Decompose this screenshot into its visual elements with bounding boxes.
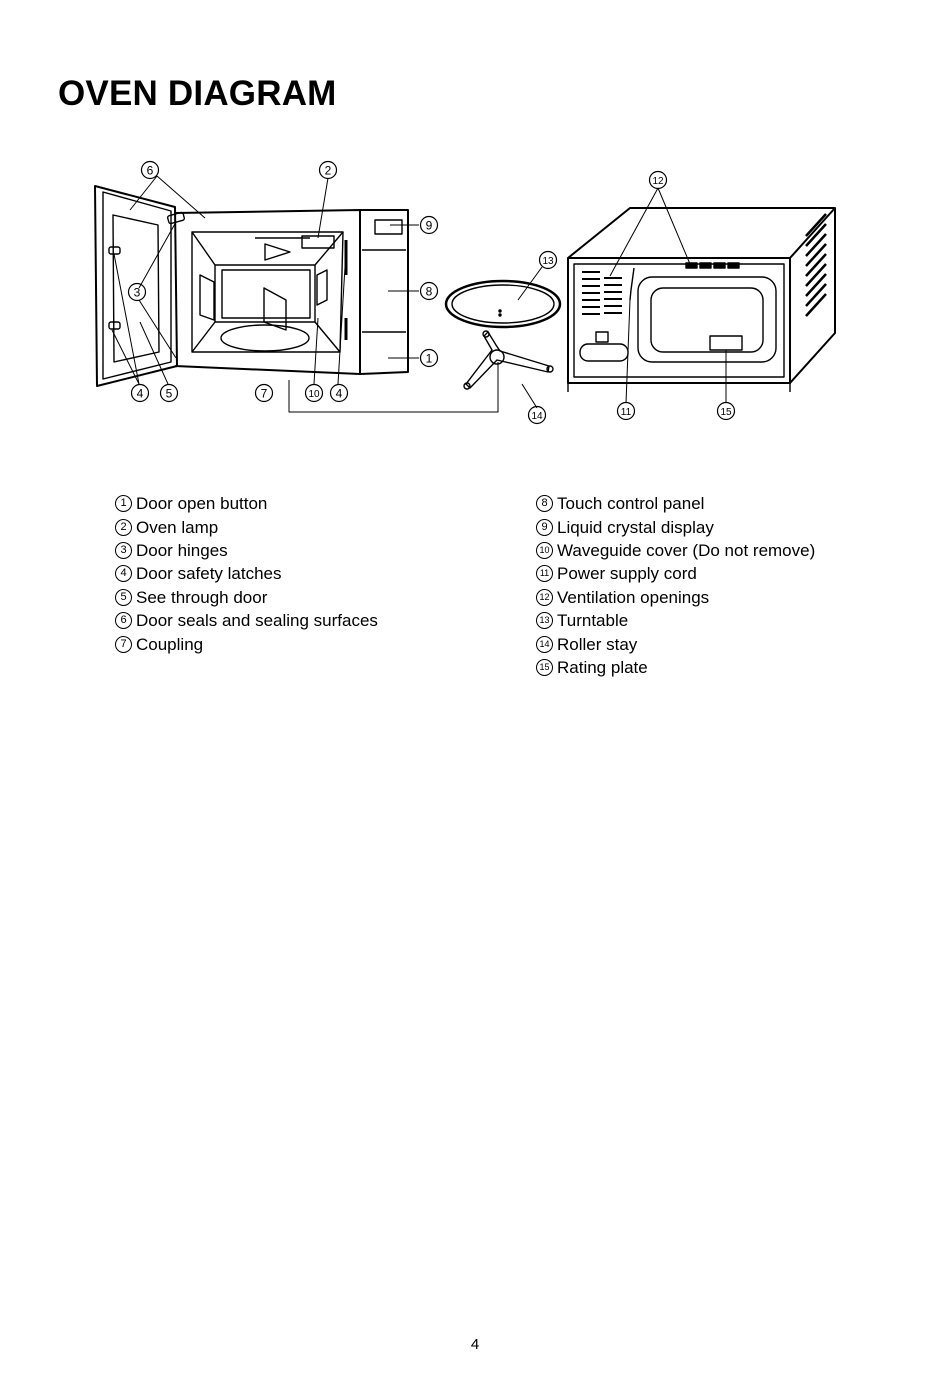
callout-12: 12	[648, 170, 668, 190]
svg-text:13: 13	[542, 256, 554, 267]
svg-text:7: 7	[261, 387, 268, 401]
callout-5: 5	[159, 383, 179, 403]
roller-stay	[463, 330, 554, 390]
callout-4-left: 4	[130, 383, 150, 403]
legend-label: Power supply cord	[557, 564, 697, 584]
callout-7: 7	[254, 383, 274, 403]
legend-label: Door safety latches	[136, 564, 282, 584]
legend-number: 5	[115, 588, 132, 606]
callout-14: 14	[527, 405, 547, 425]
legend-number: 8	[536, 495, 553, 513]
legend-number: 13	[536, 612, 553, 630]
callout-9: 9	[419, 215, 439, 235]
legend-label: Rating plate	[557, 657, 648, 677]
legend-number: 11	[536, 565, 553, 583]
legend-number: 12	[536, 588, 553, 606]
page-number: 4	[470, 1336, 480, 1353]
svg-text:15: 15	[720, 407, 732, 418]
callout-15: 15	[716, 401, 736, 421]
legend-number: 7	[115, 635, 132, 653]
legend-number: 4	[115, 565, 132, 583]
svg-text:12: 12	[652, 176, 664, 187]
callout-11: 11	[616, 401, 636, 421]
svg-text:1: 1	[426, 352, 433, 366]
callout-3: 3	[127, 282, 147, 302]
callout-13: 13	[538, 250, 558, 270]
svg-text:11: 11	[621, 407, 632, 418]
oven-diagram: 6 2 9 8 1 3 4 5 7 10 4 13 14 12 11 15	[0, 150, 950, 445]
oven-body	[174, 209, 409, 375]
legend-label: Touch control panel	[557, 494, 705, 514]
legend-label: Roller stay	[557, 634, 638, 654]
legend-number: 2	[115, 518, 132, 536]
legend-number: 1	[115, 495, 132, 513]
svg-text:9: 9	[426, 219, 433, 233]
svg-text:2: 2	[325, 164, 332, 178]
svg-text:8: 8	[426, 285, 433, 299]
svg-text:4: 4	[137, 387, 144, 401]
turntable	[444, 279, 562, 329]
callout-1: 1	[419, 348, 439, 368]
page-title: OVEN DIAGRAM	[58, 74, 337, 113]
svg-text:10: 10	[308, 389, 320, 400]
oven-rear-view	[567, 207, 836, 392]
callout-2: 2	[318, 160, 338, 180]
legend-number: 10	[536, 541, 553, 559]
callout-6-top: 6	[140, 160, 160, 180]
legend-label: Door hinges	[136, 540, 228, 560]
svg-text:4: 4	[336, 387, 343, 401]
legend-label: Door open button	[136, 494, 268, 514]
legend-number: 14	[536, 635, 553, 653]
legend-number: 3	[115, 541, 132, 559]
legend-label: Ventilation openings	[557, 587, 710, 607]
legend-number: 9	[536, 518, 553, 536]
callout-10: 10	[304, 383, 324, 403]
legend-label: Door seals and sealing surfaces	[136, 611, 378, 631]
legend-number: 6	[115, 612, 132, 630]
legend-label: Oven lamp	[136, 517, 219, 537]
legend-number: 15	[536, 658, 553, 676]
svg-text:6: 6	[147, 164, 154, 178]
callout-4-right: 4	[329, 383, 349, 403]
svg-text:5: 5	[166, 387, 173, 401]
leader-lines	[111, 175, 727, 409]
legend-label: Turntable	[557, 611, 629, 631]
callout-8: 8	[419, 281, 439, 301]
legend-label: See through door	[136, 587, 268, 607]
svg-text:3: 3	[134, 286, 141, 300]
legend-label: Coupling	[136, 634, 204, 654]
svg-text:14: 14	[531, 411, 543, 422]
callout-numbers: 6 2 9 8 1 3 4 5 7 10 4 13 14 12 11 15	[127, 160, 736, 425]
legend-label: Waveguide cover (Do not remove)	[557, 540, 816, 560]
legend-label: Liquid crystal display	[557, 517, 714, 537]
